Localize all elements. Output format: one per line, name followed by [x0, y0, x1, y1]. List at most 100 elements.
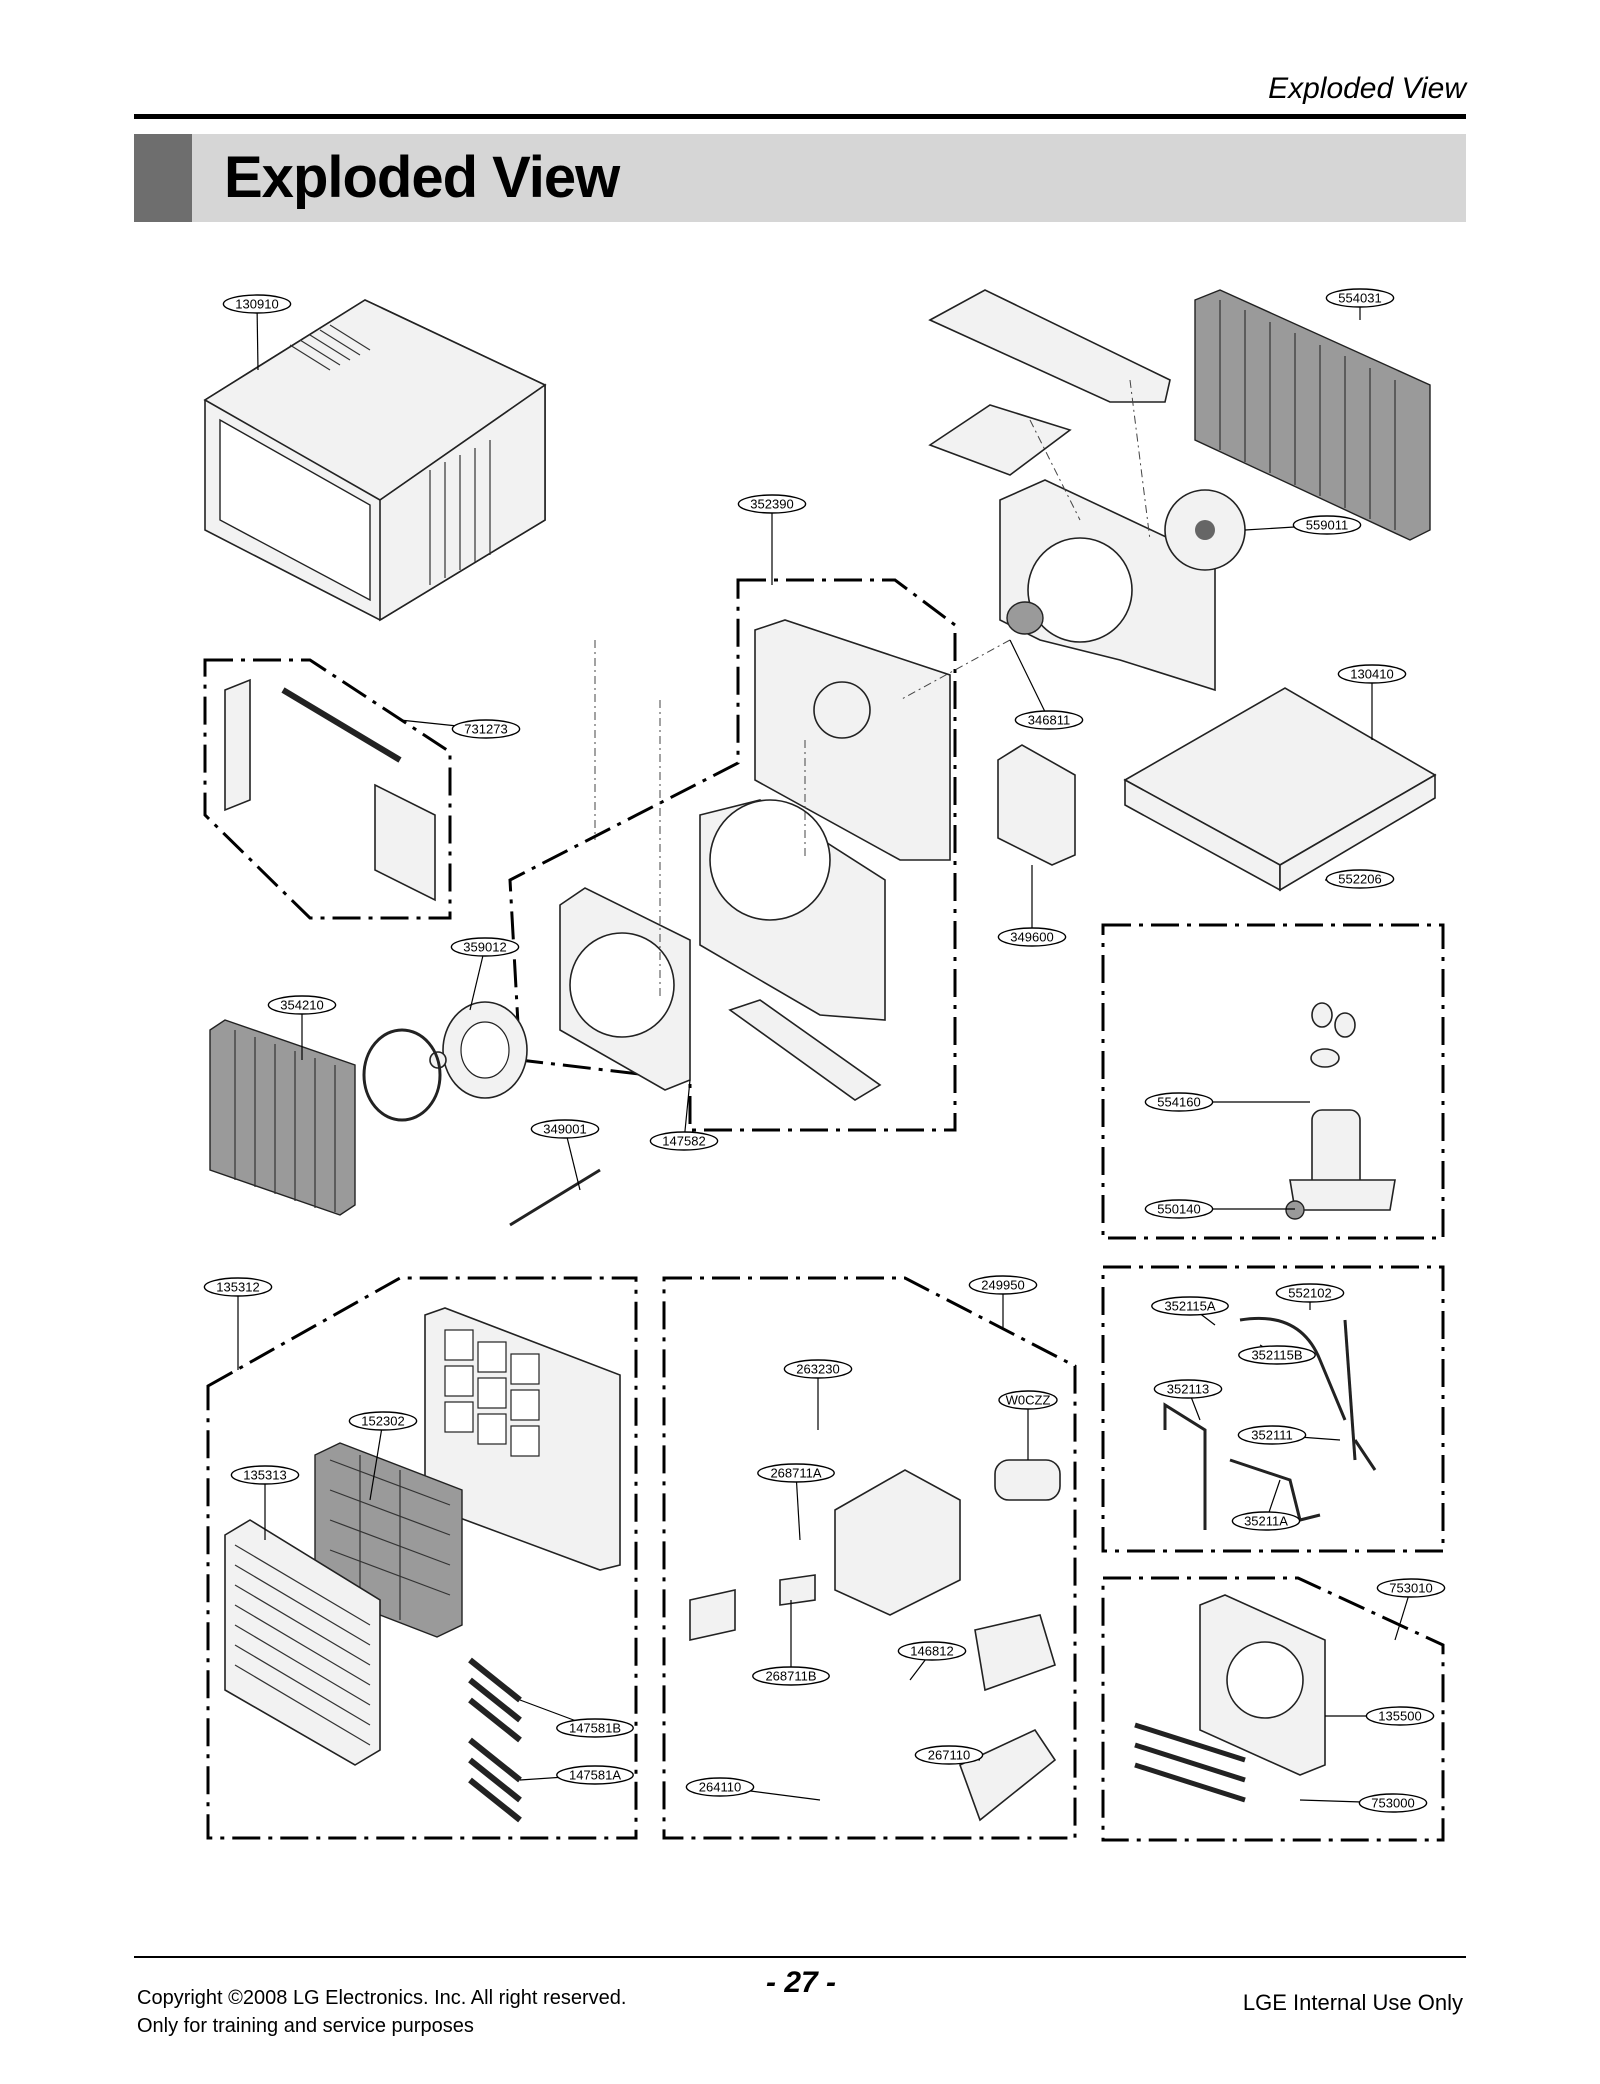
- part-number-callout: 352111: [1237, 1425, 1307, 1445]
- part-number-oval: [530, 1119, 600, 1139]
- part-number-oval: [1365, 1706, 1435, 1726]
- part-leader-line: [469, 946, 486, 1011]
- front-panel-drawing: [424, 1307, 621, 1571]
- base-pan-drawing: [1123, 687, 1437, 892]
- part-number-oval: [556, 1718, 634, 1738]
- header-section-label: Exploded View: [1268, 72, 1466, 105]
- part-number-oval: [783, 1359, 853, 1379]
- part-number-oval: [649, 1131, 719, 1151]
- group-border-heater: [1101, 1576, 1445, 1842]
- copyright-line-2: Only for training and service purposes: [137, 2015, 474, 2037]
- part-number-label: 268711A: [770, 1466, 821, 1481]
- part-number-callout: 135312: [203, 1277, 273, 1297]
- part-number-callout: 753010: [1376, 1578, 1446, 1598]
- part-number-label: 554031: [1338, 291, 1381, 306]
- part-leader-line: [683, 1079, 691, 1142]
- part-number-callout: 354210: [267, 995, 337, 1015]
- part-number-oval: [1014, 710, 1084, 730]
- part-number-label: 130410: [1350, 667, 1393, 682]
- part-number-label: 146812: [910, 1644, 953, 1659]
- thermistor-drawing: [509, 1168, 601, 1227]
- page-number: - 27 -: [766, 1966, 837, 1999]
- part-number-label: 559011: [1306, 518, 1348, 533]
- group-border-compressor: [1101, 923, 1445, 1240]
- title-bar: Exploded View: [134, 134, 1466, 222]
- part-number-label: 152302: [361, 1414, 404, 1429]
- part-number-label: 753010: [1389, 1581, 1432, 1596]
- part-number-label: 354210: [280, 998, 323, 1013]
- group-border-control: [662, 1276, 1077, 1840]
- part-number-callout: 130410: [1337, 664, 1407, 684]
- part-number-label: 352115B: [1251, 1348, 1302, 1363]
- air-guide-drawing: [928, 289, 1171, 476]
- part-number-oval: [1144, 1092, 1214, 1112]
- group-border-blower: [508, 578, 957, 1132]
- blower-wheel-drawing: [362, 1001, 528, 1122]
- part-number-callout: 552102: [1275, 1283, 1345, 1303]
- part-number-label: 753000: [1371, 1796, 1414, 1811]
- part-number-label: 268711B: [765, 1669, 816, 1684]
- title-accent: [134, 134, 192, 222]
- part-number-label: 550140: [1157, 1202, 1200, 1217]
- part-number-oval: [1325, 288, 1395, 308]
- part-number-label: 264110: [699, 1780, 741, 1795]
- part-number-oval: [1337, 664, 1407, 684]
- part-number-callout: 352390: [737, 494, 807, 514]
- part-number-label: 147581A: [569, 1768, 621, 1783]
- part-number-callout: W0CZZ: [998, 1390, 1058, 1410]
- part-number-label: 130910: [235, 297, 278, 312]
- part-number-callout: 349600: [997, 927, 1067, 947]
- part-number-oval: [737, 494, 807, 514]
- part-number-oval: [1153, 1379, 1223, 1399]
- part-number-label: 552206: [1338, 872, 1381, 887]
- part-number-oval: [230, 1465, 300, 1485]
- front-grille-drawing: [224, 1519, 381, 1766]
- part-number-callout: 753000: [1358, 1793, 1428, 1813]
- evaporator-drawing: [209, 1019, 356, 1216]
- part-number-oval: [451, 719, 521, 739]
- part-number-callout: 249950: [968, 1275, 1038, 1295]
- part-number-callout: 268711B: [752, 1666, 830, 1686]
- part-number-oval: [1292, 515, 1362, 535]
- part-number-callout: 349001: [530, 1119, 600, 1139]
- part-number-oval: [1231, 1511, 1301, 1531]
- part-number-callout: 152302: [348, 1411, 418, 1431]
- part-number-oval: [1325, 869, 1395, 889]
- part-number-label: 147581B: [569, 1721, 621, 1736]
- group-border-front-grille: [206, 1276, 638, 1840]
- part-number-callout: 35211A: [1231, 1511, 1301, 1531]
- part-number-callout: 559011: [1292, 515, 1362, 535]
- part-number-callout: 147582: [649, 1131, 719, 1151]
- part-number-oval: [450, 937, 520, 957]
- group-border-piping: [1101, 1265, 1445, 1553]
- part-number-label: 352115A: [1164, 1299, 1215, 1314]
- part-number-oval: [997, 927, 1067, 947]
- part-number-oval: [1376, 1578, 1446, 1598]
- part-number-label: 352390: [750, 497, 793, 512]
- part-number-oval: [757, 1463, 835, 1483]
- part-number-callout: 552206: [1325, 869, 1395, 889]
- part-number-label: 349600: [1010, 930, 1053, 945]
- part-number-oval: [556, 1765, 634, 1785]
- part-number-callout: 554031: [1325, 288, 1395, 308]
- page-title: Exploded View: [224, 145, 620, 210]
- part-number-oval: [267, 995, 337, 1015]
- part-leader-line: [564, 1128, 581, 1191]
- part-number-oval: [685, 1777, 755, 1797]
- part-number-oval: [222, 294, 292, 314]
- part-number-callout: 130910: [222, 294, 292, 314]
- part-number-oval: [348, 1411, 418, 1431]
- copyright-line-1: Copyright ©2008 LG Electronics. Inc. All…: [137, 1987, 627, 2009]
- piping-drawing: [1163, 1316, 1377, 1530]
- part-number-callout: 263230: [783, 1359, 853, 1379]
- part-number-label: 249950: [981, 1278, 1024, 1293]
- part-number-callout: 554160: [1144, 1092, 1214, 1112]
- part-number-label: 135313: [243, 1468, 286, 1483]
- heater-drawing: [1134, 1594, 1326, 1803]
- part-number-callout: 550140: [1144, 1199, 1214, 1219]
- part-number-callout: 135500: [1365, 1706, 1435, 1726]
- part-number-callout: 264110: [685, 1777, 755, 1797]
- part-number-oval: [752, 1666, 830, 1686]
- part-number-label: 352111: [1251, 1428, 1292, 1443]
